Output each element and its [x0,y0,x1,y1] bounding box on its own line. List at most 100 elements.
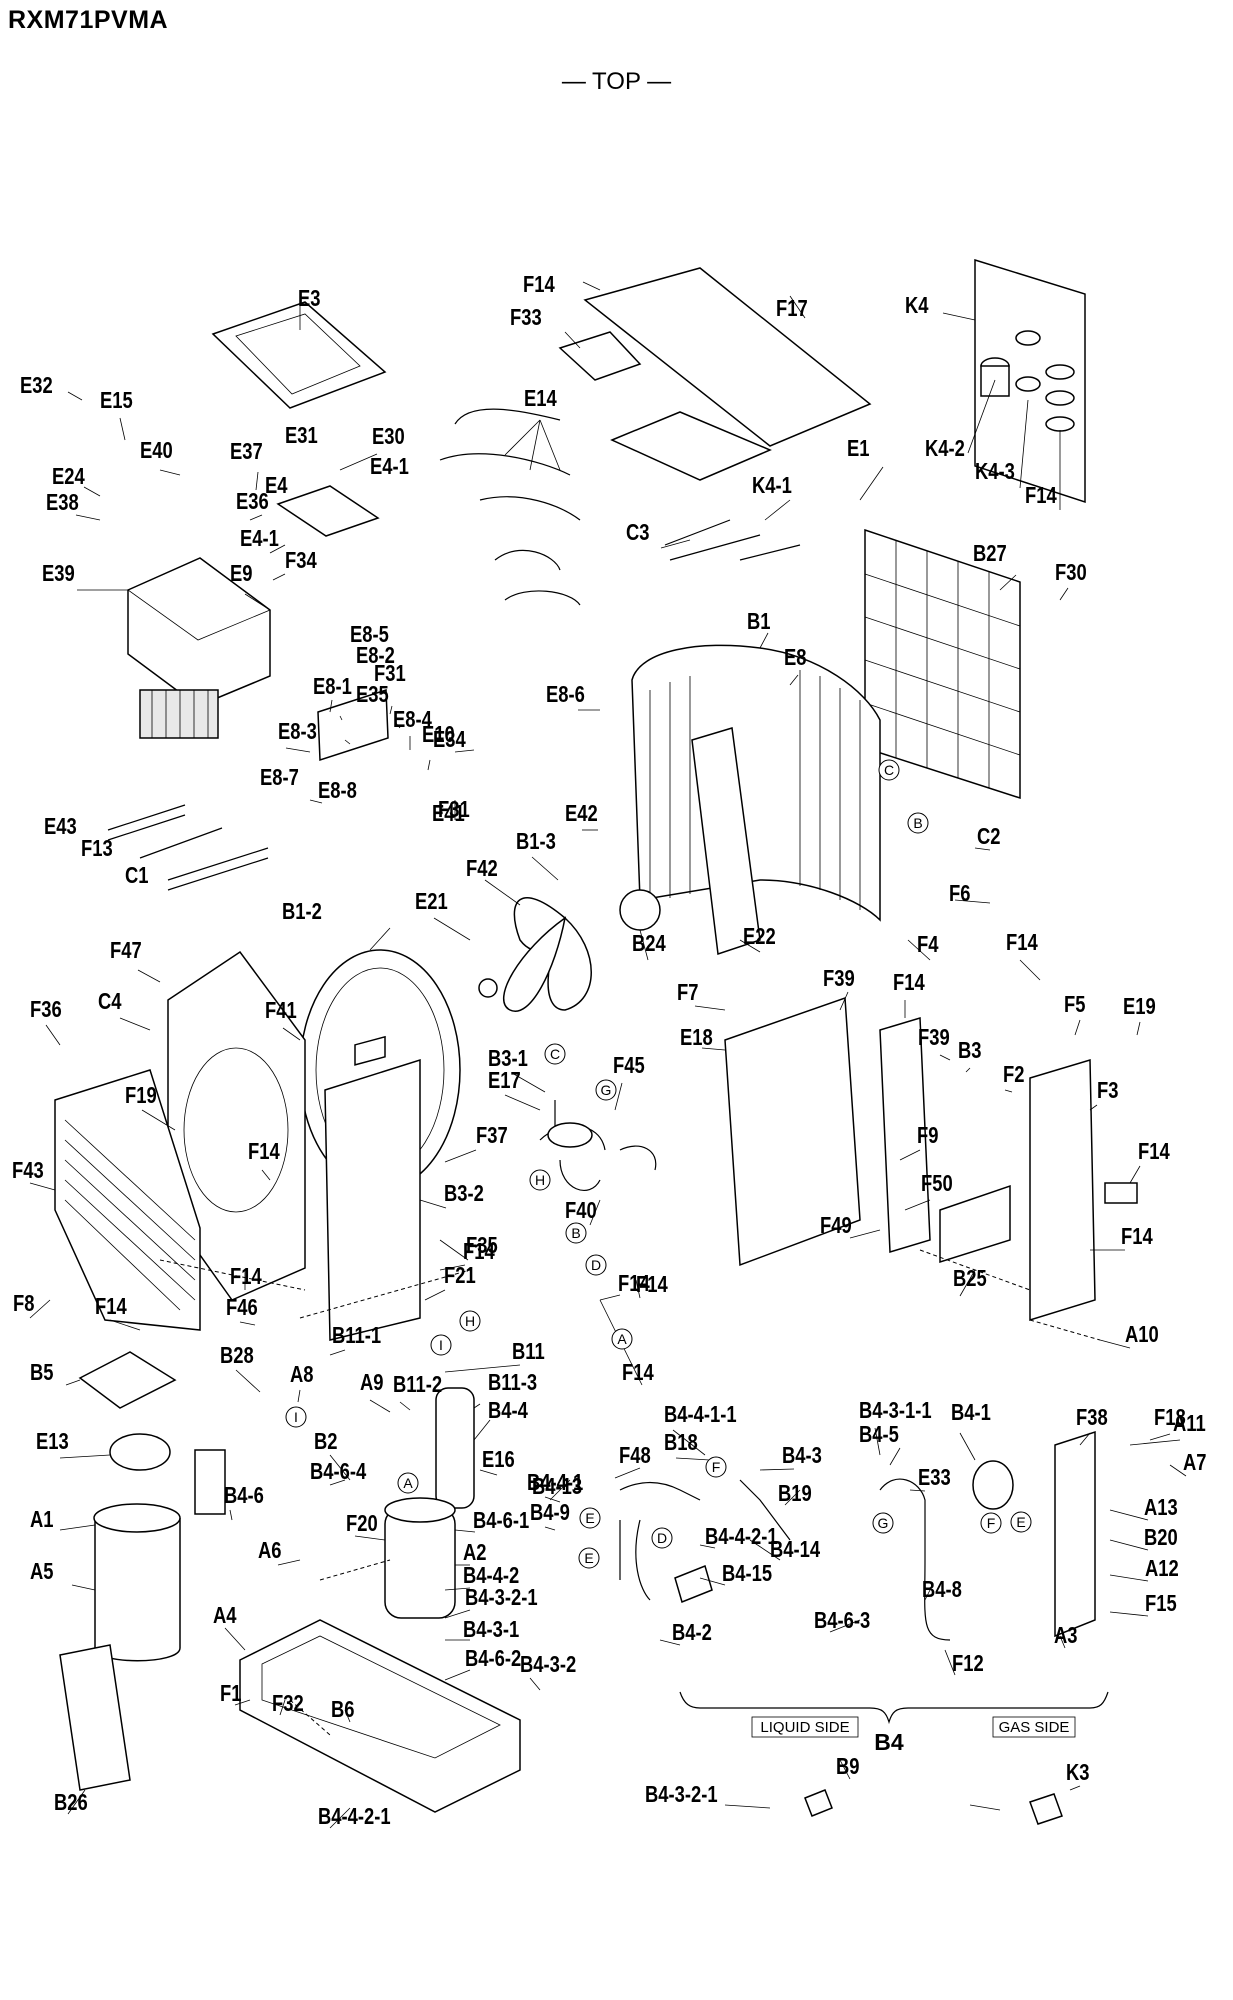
connection-marker-circle [705,1456,727,1478]
callout-label: E24 [52,464,85,489]
leader-line [473,1403,481,1409]
part-k4-2a [1015,330,1041,346]
b4-group-bracket [679,1691,1109,1725]
leader-line [889,1447,901,1466]
callout-label: F4 [917,932,939,957]
callout-label: K4 [905,293,929,318]
part-f1-bottom-frame-inner [261,1635,501,1759]
leader-line [329,699,333,713]
part-c3-guard [864,528,1021,800]
leader-line [229,1509,233,1521]
connection-marker-letter: D [657,1530,667,1546]
callout-label: F46 [226,1295,258,1320]
leader-line [329,1349,346,1356]
callout-label: B11-1 [332,1323,381,1348]
leader-line [224,1627,246,1651]
part-k4-3b [1045,390,1075,406]
callout-label: E43 [44,814,77,839]
callout-label: B4-4 [488,1398,528,1423]
leader-line [1019,399,1029,489]
leader-line [1019,959,1041,981]
connection-marker-circle [565,1222,587,1244]
callout-label: E8 [784,645,807,670]
callout-label: E19 [1123,994,1156,1019]
part-e3-cover [211,301,387,409]
callout-label: B4-6-1 [473,1508,529,1533]
connection-marker-letter: G [601,1082,612,1098]
leader-line [269,544,286,554]
connection-marker-letter: I [294,1409,298,1425]
leader-line [829,1619,861,1633]
leader-line [433,917,471,941]
part-c3-grid-h4 [864,702,1021,756]
leader-line [1089,1104,1098,1111]
leader-line [967,379,996,454]
callout-label: B4-3-2-1 [645,1782,718,1807]
callout-label: B4-13 [532,1474,582,1499]
callout-label: B4-4-1 [527,1470,583,1495]
callout-label: B4-6-3 [814,1608,870,1633]
callout-label: F49 [820,1213,852,1238]
callout-label: K3 [1066,1760,1090,1785]
callout-label: F12 [952,1651,984,1676]
callout-label: F14 [523,272,555,297]
leader-line [699,1577,726,1586]
part-b4-1-bracket [1054,1430,1096,1638]
leader-line [974,847,991,851]
callout-label: E4 [265,473,288,498]
callout-label: B11-2 [393,1372,442,1397]
leader-line [389,705,393,715]
callout-label: F14 [1006,930,1038,955]
part-f34-insulation [610,411,772,481]
leader-line [479,1469,498,1476]
callout-label: B4-8 [922,1577,962,1602]
callout-label: F13 [81,836,113,861]
part-k4-3a [1045,364,1075,380]
leader-line [83,486,101,497]
connection-marker: H [459,1310,481,1332]
connection-marker-letter: H [535,1172,545,1188]
leader-line [909,1489,926,1492]
leader-line [344,739,351,745]
callout-label: F35 [466,1233,498,1258]
leader-line [1109,1539,1149,1551]
callout-label: F14 [618,1271,650,1296]
callout-label: E17 [488,1068,521,1093]
callout-label: B4-4-2 [463,1563,519,1588]
callout-label: A1 [30,1507,54,1532]
callout-label: A3 [1054,1623,1078,1648]
part-b4-9-valve [674,1564,713,1604]
connection-marker-letter: E [585,1510,594,1526]
connection-marker-circle [878,759,900,781]
callout-label: B4-9 [530,1500,570,1525]
leader-line [329,1807,351,1829]
part-f6-partition [691,727,761,956]
callout-label: B1-3 [516,829,556,854]
leader-line [544,1526,556,1531]
leader-line [244,593,271,611]
part-e33-heater [194,1449,226,1515]
callout-label: B4-4-2-1 [318,1804,391,1829]
callout-label: E3 [298,286,321,311]
callout-label: E31 [285,423,318,448]
callout-label: E8-6 [546,682,585,707]
callout-label: B19 [778,1481,812,1506]
callout-label: E39 [42,561,75,586]
part-f9-grommet [1104,1182,1138,1204]
leader-line [454,1529,476,1533]
connection-marker-circle [529,1169,551,1191]
leader-line [427,759,431,771]
leader-line [473,1419,491,1441]
callout-label: E13 [36,1429,69,1454]
callout-label: C2 [977,824,1001,849]
leader-line [959,1432,976,1461]
leader-line [65,1379,81,1386]
callout-label: F39 [918,1025,950,1050]
leader-line [1099,1339,1131,1349]
callout-label: K4-2 [925,436,965,461]
leader-line [444,1364,521,1373]
leader-line [59,1454,111,1459]
